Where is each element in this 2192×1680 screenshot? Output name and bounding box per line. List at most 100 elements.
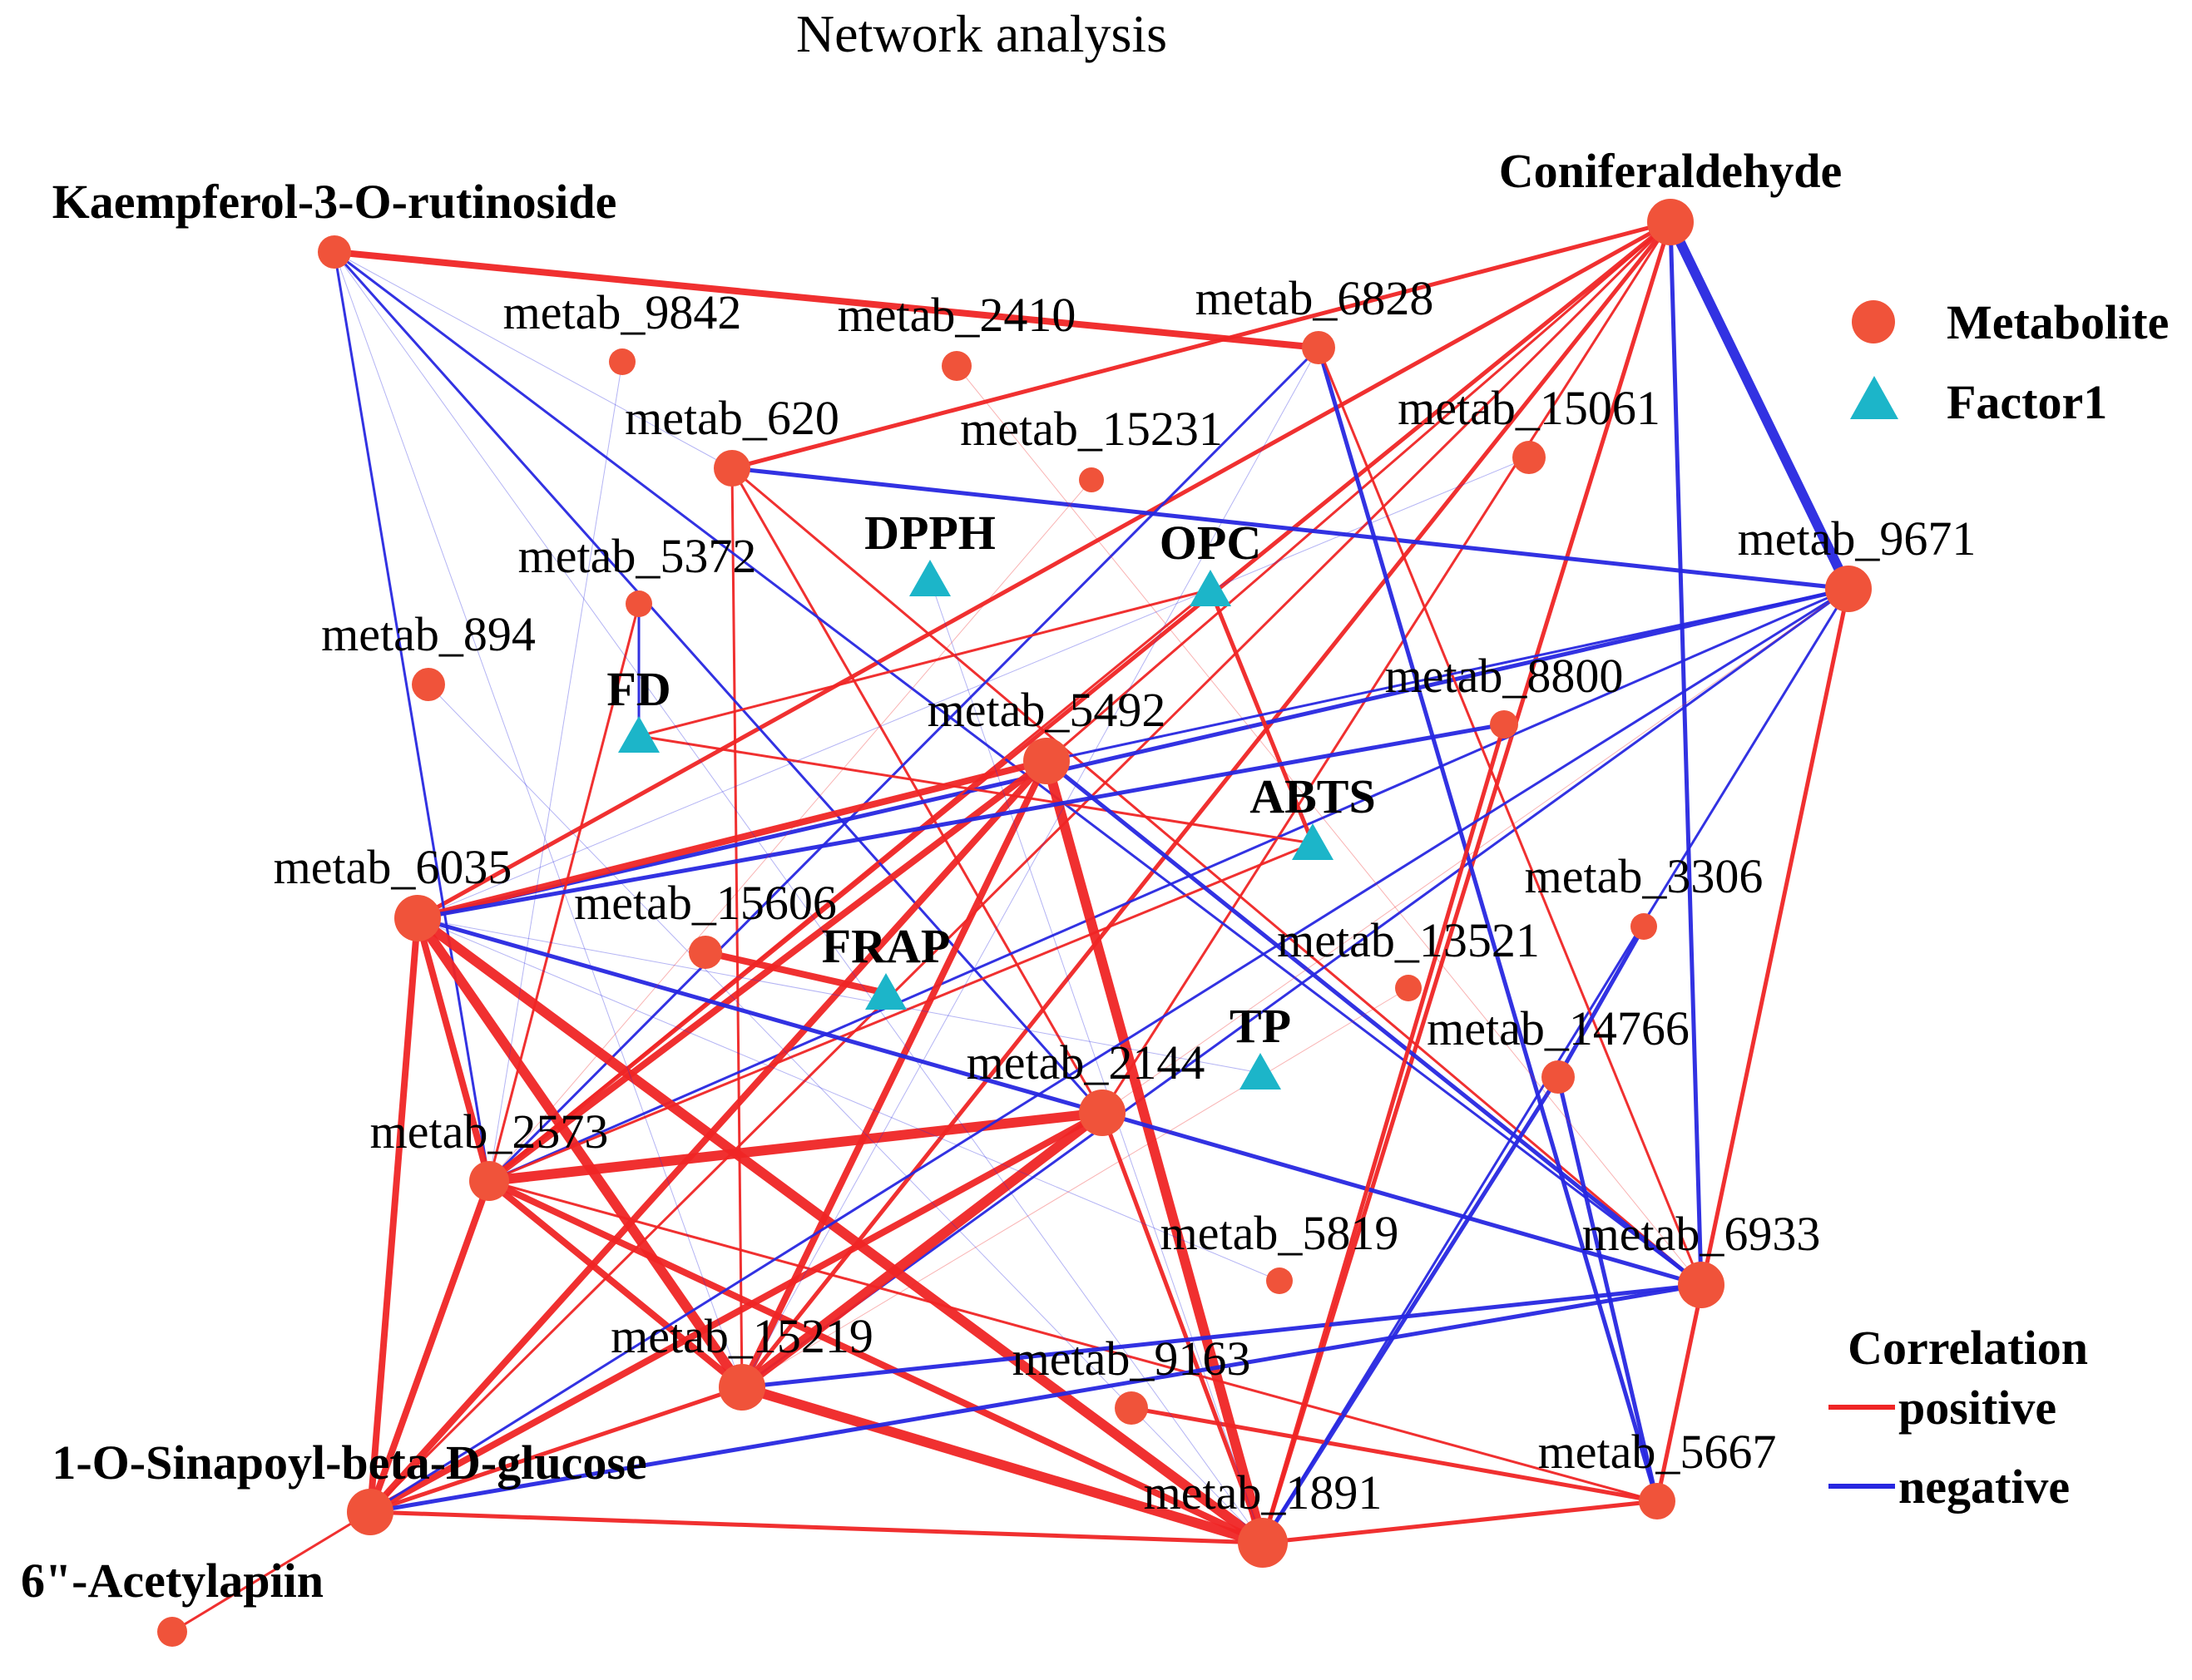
edge-negative bbox=[415, 722, 1507, 921]
factor-node bbox=[1190, 570, 1231, 606]
edge-negative bbox=[487, 346, 1320, 1183]
metabolite-node bbox=[1079, 467, 1104, 492]
edge-positive bbox=[702, 949, 889, 996]
edge-negative bbox=[1316, 345, 1660, 1504]
metabolite-node bbox=[714, 450, 750, 487]
node-label: metab_15606 bbox=[574, 876, 837, 930]
edge-positive bbox=[737, 1108, 1107, 1392]
node-label: metab_3306 bbox=[1525, 849, 1764, 903]
edge-positive bbox=[730, 220, 1673, 471]
node-label: metab_5667 bbox=[1538, 1425, 1777, 1479]
node-label: 6"-Acetylapiin bbox=[21, 1554, 324, 1608]
node-label: metab_14766 bbox=[1427, 1001, 1690, 1055]
edge-positive bbox=[637, 588, 1212, 738]
edge-positive bbox=[486, 1178, 745, 1391]
node-label: metab_5819 bbox=[1160, 1206, 1399, 1260]
edge-positive bbox=[369, 220, 1672, 1514]
edge-positive bbox=[414, 915, 492, 1184]
chart-title: Network analysis bbox=[796, 4, 1167, 63]
edge-negative bbox=[415, 586, 1851, 921]
edge-positive bbox=[487, 842, 1314, 1183]
metabolite-node bbox=[1115, 1391, 1148, 1425]
edge-negative bbox=[369, 587, 1850, 1514]
edge-negative bbox=[487, 587, 1850, 1183]
edge-negative bbox=[740, 1282, 1704, 1390]
node-label: DPPH bbox=[864, 506, 996, 560]
edge-positive bbox=[368, 1510, 1265, 1545]
node-label: metab_5492 bbox=[928, 683, 1166, 737]
edge-positive bbox=[487, 588, 1212, 1183]
edge-positive bbox=[486, 758, 1050, 1184]
factor-node bbox=[865, 973, 907, 1010]
metabolite-node bbox=[157, 1617, 187, 1647]
edge-negative bbox=[415, 916, 1105, 1115]
edge-positive bbox=[367, 915, 421, 1515]
metabolite-node bbox=[1302, 331, 1335, 364]
edge-positive bbox=[1260, 722, 1507, 1545]
edge-positive bbox=[484, 1108, 1107, 1186]
node-label: metab_1891 bbox=[1144, 1465, 1383, 1519]
legend-metabolite-label: Metabolite bbox=[1947, 295, 2169, 349]
node-label: metab_2410 bbox=[838, 288, 1076, 342]
node-label: metab_620 bbox=[625, 391, 839, 445]
edge-positive bbox=[1208, 587, 1315, 846]
edge-positive bbox=[956, 365, 1702, 1286]
edge-positive bbox=[1129, 1406, 1660, 1504]
edge-negative bbox=[1045, 587, 1850, 763]
edge-positive bbox=[486, 1178, 1266, 1546]
edge-positive bbox=[1101, 220, 1672, 1114]
metabolite-node bbox=[942, 351, 972, 381]
factor-node bbox=[909, 560, 951, 596]
metabolite-node bbox=[1238, 1518, 1288, 1568]
legend-negative-label: negative bbox=[1898, 1460, 2070, 1514]
legend: Metabolite Factor1 Correlation positive … bbox=[1828, 295, 2169, 1514]
edge-positive bbox=[1042, 756, 1268, 1548]
node-label: metab_9163 bbox=[1012, 1332, 1251, 1386]
edge-negative bbox=[417, 917, 1280, 1282]
edge-positive bbox=[1260, 1499, 1660, 1545]
edge-positive bbox=[414, 758, 1050, 922]
node-label: metab_13521 bbox=[1277, 913, 1540, 967]
edge-positive bbox=[1317, 346, 1703, 1287]
node-label: Kaempferol-3-O-rutinoside bbox=[52, 175, 617, 229]
edge-positive bbox=[171, 1510, 372, 1633]
node-label: metab_5372 bbox=[518, 529, 757, 583]
node-label: metab_6828 bbox=[1195, 271, 1434, 325]
edge-positive bbox=[730, 467, 744, 1389]
edge-positive bbox=[413, 913, 747, 1392]
metabolite-node bbox=[609, 348, 636, 375]
edge-positive bbox=[367, 1109, 1106, 1515]
edge-negative bbox=[334, 251, 743, 1388]
metabolite-node bbox=[1678, 1262, 1724, 1308]
node-label: TP bbox=[1230, 999, 1291, 1053]
node-label: metab_6933 bbox=[1582, 1207, 1821, 1261]
node-label: metab_6035 bbox=[274, 840, 512, 894]
edge-negative bbox=[1556, 1075, 1660, 1504]
metabolite-node bbox=[1825, 566, 1872, 612]
factor-node bbox=[1292, 823, 1334, 860]
metabolite-node bbox=[689, 936, 722, 969]
edge-negative bbox=[417, 457, 1530, 919]
legend-metabolite-marker bbox=[1852, 300, 1895, 343]
edge-positive bbox=[740, 220, 1673, 1390]
metabolite-node bbox=[1630, 913, 1657, 940]
factor-node bbox=[1239, 1053, 1281, 1090]
edge-negative bbox=[1260, 1075, 1561, 1545]
node-layer bbox=[157, 199, 1872, 1647]
legend-factor-label: Factor1 bbox=[1947, 375, 2107, 429]
metabolite-node bbox=[412, 668, 445, 701]
node-label: FRAP bbox=[822, 919, 951, 973]
edge-positive bbox=[415, 220, 1673, 921]
edge-negative bbox=[1668, 220, 1704, 1287]
legend-correlation-title: Correlation bbox=[1848, 1321, 2088, 1375]
legend-positive-label: positive bbox=[1898, 1381, 2056, 1435]
edge-positive bbox=[487, 1179, 1659, 1503]
edge-positive bbox=[1045, 220, 1672, 763]
node-label: OPC bbox=[1160, 516, 1261, 570]
metabolite-node bbox=[394, 895, 441, 941]
node-label: Coniferaldehyde bbox=[1499, 144, 1842, 198]
metabolite-node bbox=[1490, 710, 1518, 739]
metabolite-node bbox=[1647, 199, 1694, 245]
metabolite-node bbox=[1395, 975, 1422, 1001]
